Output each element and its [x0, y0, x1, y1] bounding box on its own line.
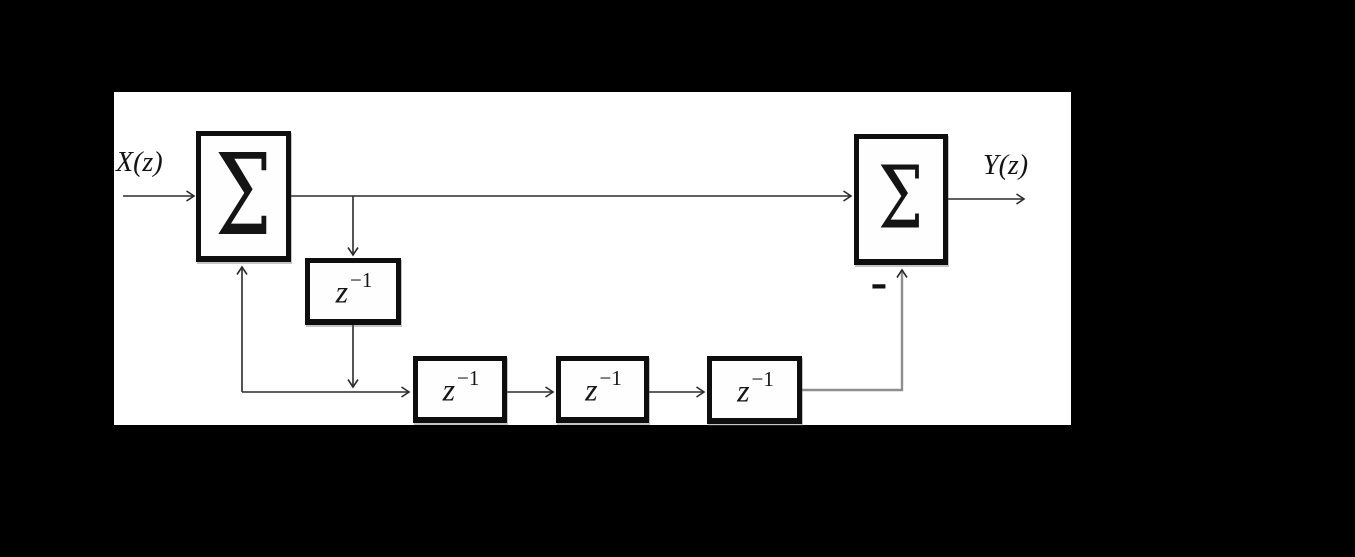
delay-base: z	[442, 371, 456, 408]
input-signal-label: X(z)	[116, 147, 163, 178]
sigma-symbol: Σ	[878, 149, 924, 249]
delay-exponent: −1	[457, 366, 480, 391]
delay-block-1: z−1	[413, 356, 507, 423]
diagram-canvas: Σ Σ z−1 z−1 z−1 z−1 X(z) Y(z) -	[114, 92, 1071, 425]
output-signal-label: Y(z)	[983, 150, 1029, 181]
delay-base: z	[737, 372, 750, 409]
delay-block-feedback: z−1	[305, 258, 401, 325]
delay-label: z−1	[335, 270, 373, 310]
delay-base: z	[335, 273, 349, 310]
delay-exponent: −1	[751, 366, 774, 391]
minus-sign-label: -	[870, 253, 888, 309]
delay-label: z−1	[585, 368, 622, 408]
delay-label: z−1	[737, 368, 774, 409]
delay-block-2: z−1	[556, 356, 649, 423]
wiring-layer	[123, 190, 1026, 398]
delay-exponent: −1	[350, 268, 373, 293]
delay-exponent: −1	[599, 366, 622, 391]
sum-block-output: Σ	[854, 134, 948, 265]
sum-block-input: Σ	[196, 131, 291, 262]
delay-base: z	[585, 371, 598, 408]
sigma-symbol: Σ	[215, 129, 272, 261]
comb-to-sum-wire	[802, 268, 908, 392]
delay-block-3: z−1	[707, 356, 802, 424]
delay-label: z−1	[442, 368, 480, 408]
